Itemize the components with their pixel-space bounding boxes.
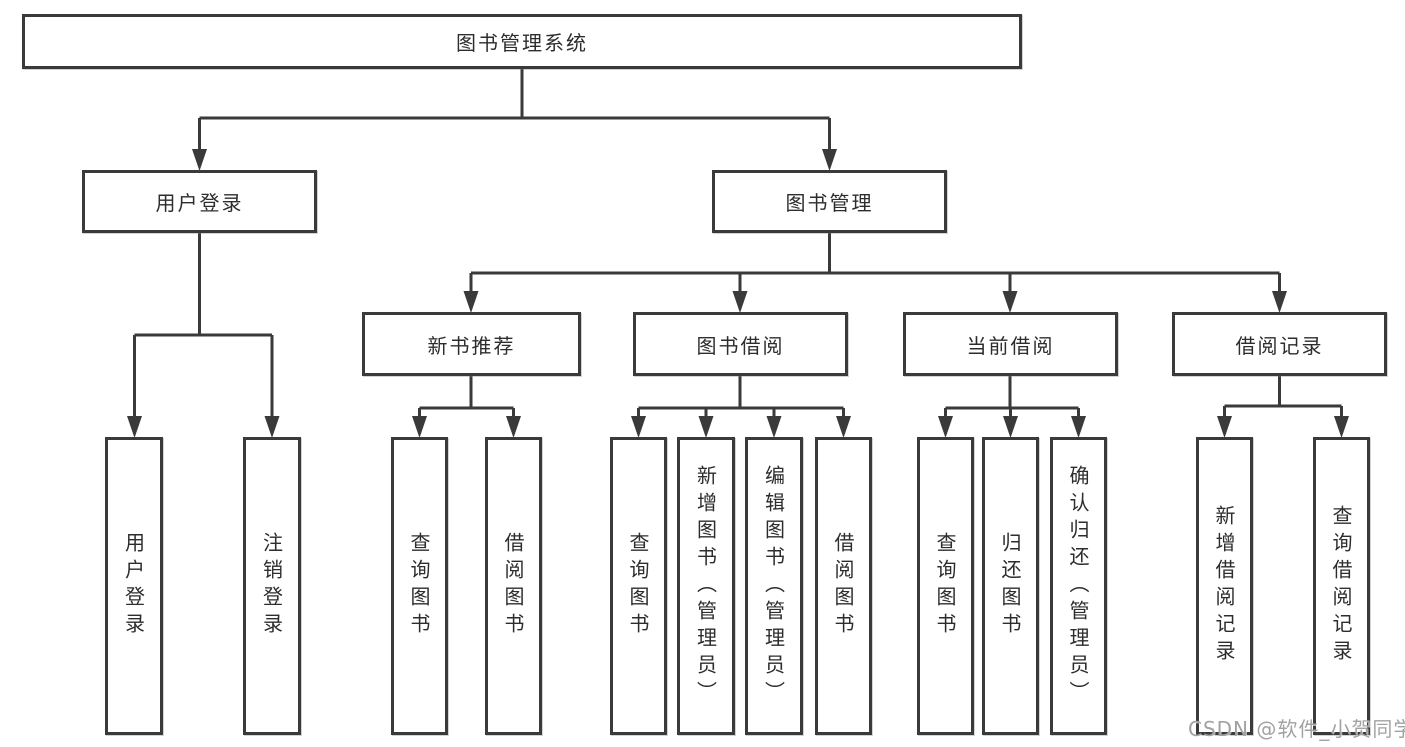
- leaf-confirm-return-admin: 确认归还（管理员）: [1050, 437, 1107, 735]
- csdn-watermark: CSDN @软件_小贺同学: [1188, 717, 1405, 741]
- leaf-borrow-book-1: 借阅图书: [485, 437, 542, 735]
- leaf-query-book-3: 查询图书: [917, 437, 974, 735]
- leaf-edit-book-admin: 编辑图书（管理员）: [745, 437, 803, 735]
- node-root: 图书管理系统: [22, 14, 1022, 69]
- leaf-add-borrow-record: 新增借阅记录: [1196, 437, 1253, 735]
- leaf-query-book-2: 查询图书: [610, 437, 667, 735]
- node-user-login: 用户登录: [82, 170, 317, 233]
- leaf-borrow-book-2: 借阅图书: [815, 437, 872, 735]
- node-book-borrow: 图书借阅: [633, 312, 848, 376]
- node-book-management: 图书管理: [712, 170, 947, 233]
- leaf-return-book: 归还图书: [982, 437, 1039, 735]
- leaf-query-book-1: 查询图书: [391, 437, 448, 735]
- leaf-logout: 注销登录: [243, 437, 301, 735]
- node-new-book-recommend: 新书推荐: [362, 312, 581, 376]
- leaf-query-borrow-record: 查询借阅记录: [1313, 437, 1370, 735]
- node-borrow-records: 借阅记录: [1172, 312, 1387, 376]
- node-current-borrow: 当前借阅: [903, 312, 1118, 376]
- leaf-add-book-admin: 新增图书（管理员）: [677, 437, 735, 735]
- leaf-user-login: 用户登录: [105, 437, 163, 735]
